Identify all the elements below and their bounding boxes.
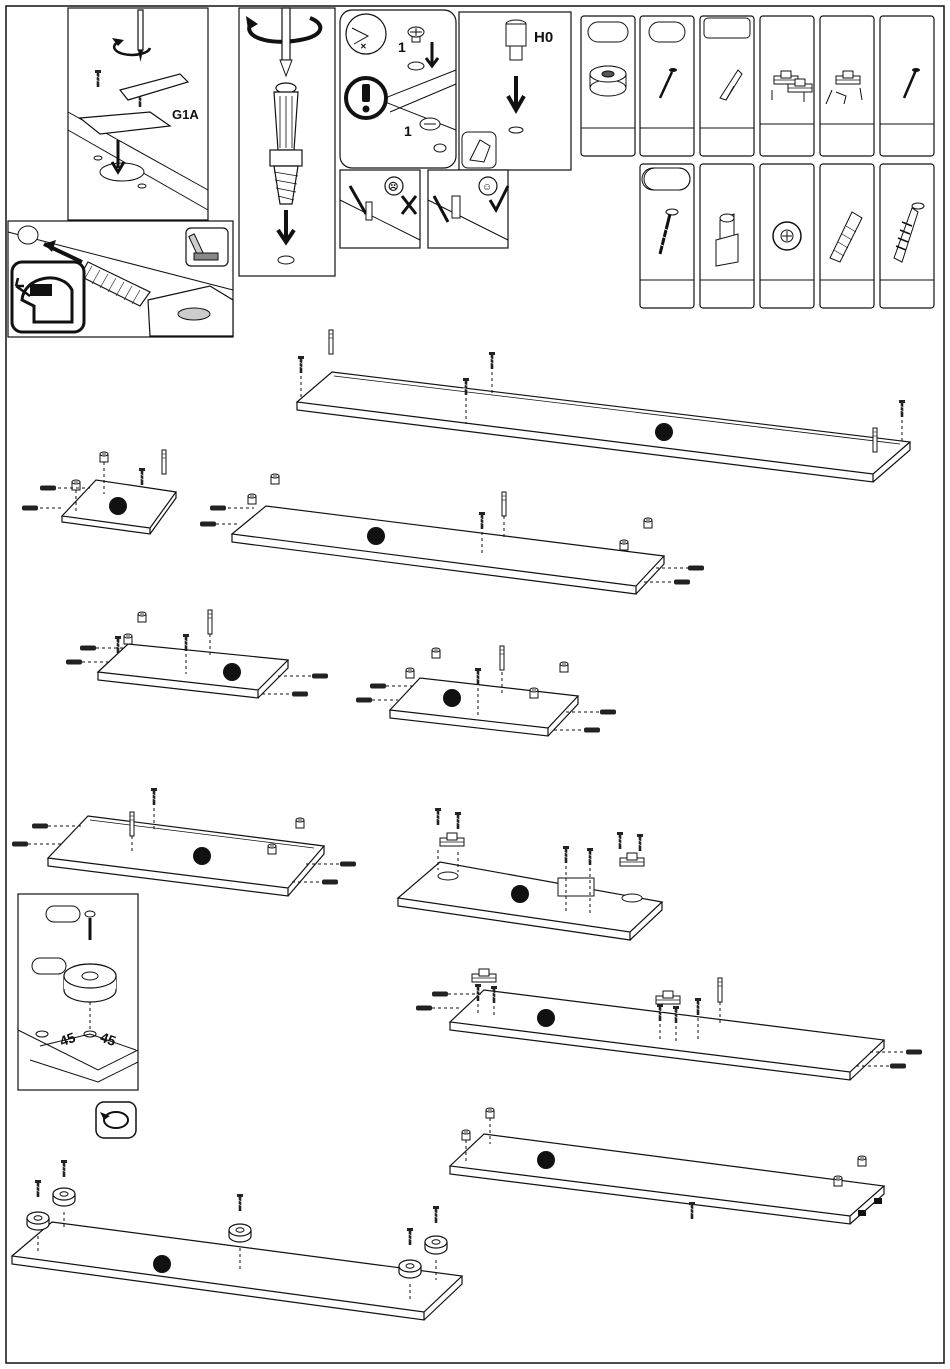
long-door-panel [416,969,922,1080]
door-panel-hinges [398,808,662,940]
dowel-h0-panel: H0 [459,12,571,170]
part-foot-pad [581,16,635,156]
shelf-left [66,610,328,698]
part-wall-bracket [700,16,754,156]
panel-marker [443,689,461,707]
panel-marker [193,847,211,865]
hammer-dowel-panel [8,221,233,337]
panel-marker [537,1009,555,1027]
long-panel-cams [450,1108,884,1224]
panel-marker [537,1151,555,1169]
panel-marker [655,423,673,441]
part-hinge-with-plate [760,16,814,156]
hinge-install-panel: G1A [68,8,208,220]
cam-count-label-a: 1 [398,39,406,55]
part-cam-bolt [880,164,934,308]
part-cam-lock [760,164,814,308]
screwdriver-panel [239,8,335,276]
long-panel-with-bolts [12,788,356,896]
hinge-code-label: G1A [172,107,199,122]
part-plastic-dowel [700,164,754,308]
panel-marker [511,885,529,903]
panel-marker [109,497,127,515]
parts-table [581,16,934,308]
svg-text:☺: ☺ [482,182,492,193]
mid-long-panel [200,474,704,594]
panel-marker [367,527,385,545]
part-wooden-dowel [820,164,874,308]
svg-text:✕: ✕ [360,42,367,51]
shelf-right [356,646,616,736]
top-long-panel [297,330,910,482]
pencil-right-panel: ☺ [428,170,508,248]
cam-lock-warning-panel: ✕ 1 1 [340,10,456,168]
cam-count-label-b: 1 [404,123,412,139]
rotate-panel-icon [96,1102,136,1138]
part-hinge-open [820,16,874,156]
svg-text:☹: ☹ [388,181,398,193]
pencil-wrong-panel: ☹ [340,170,420,248]
small-side-panel [22,450,176,534]
foot-pad-detail: 45 45 [18,894,138,1090]
panel-marker [223,663,241,681]
part-screw-short [640,16,694,156]
panel-marker [153,1255,171,1273]
dowel-code-label: H0 [534,29,553,46]
bottom-panel-feet [12,1160,462,1320]
part-screw-long [640,164,694,308]
part-screw-small [880,16,934,156]
